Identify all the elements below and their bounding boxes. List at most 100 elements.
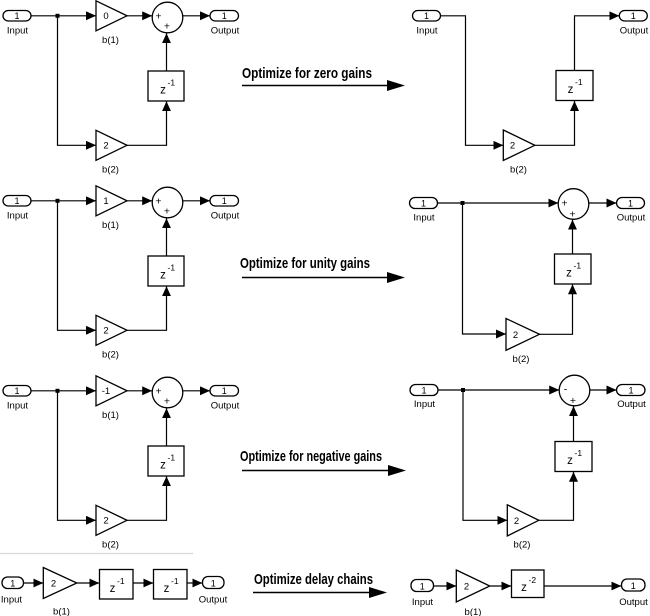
output-port-label: Output <box>617 213 646 224</box>
delay-block <box>553 253 592 285</box>
delay-z: z <box>567 455 573 467</box>
delay-block-1 <box>98 568 134 600</box>
diagram-delay-chain-before: 1 Input 2 b(1) z -1 z -1 1 Output <box>1 566 228 616</box>
input-port-label: Input <box>7 401 28 412</box>
input-port-label: Input <box>7 26 28 37</box>
delay-z: z <box>160 85 166 97</box>
gain-b2-label: b(2) <box>102 540 119 551</box>
output-port <box>209 9 240 22</box>
wire <box>127 286 171 331</box>
wire <box>462 390 508 525</box>
diagram-unity-gains-before: 1 Input 1 b(1) + + 1 Output z -1 2 b(2) <box>2 184 240 361</box>
input-port-label: Input <box>414 399 435 410</box>
input-port-label: Input <box>412 597 433 608</box>
caption-text: Optimize for zero gains <box>242 65 372 82</box>
wire <box>127 476 171 521</box>
input-port-label: Input <box>416 26 437 37</box>
diagram-negative-gains-after: 1 Input - + 1 Output z -1 2 b(2) <box>409 374 646 551</box>
input-port-label: Input <box>413 213 434 224</box>
output-port <box>201 575 225 590</box>
delay-exponent: -1 <box>574 261 582 271</box>
output-port-label: Output <box>211 401 240 412</box>
wire <box>538 471 578 521</box>
diagram-zero-gains-after: 1 Input 2 b(2) z -1 1 Output <box>411 9 649 176</box>
delay-z: z <box>164 583 170 595</box>
gain-b2-value: 2 <box>103 326 108 337</box>
delay-block-2 <box>152 568 188 600</box>
gain-b1-block <box>95 0 129 32</box>
delay-z: z <box>568 84 574 96</box>
gain-b2-block <box>505 317 542 352</box>
gain-b2-block <box>95 504 129 537</box>
sum-sign-bottom: + <box>164 206 170 218</box>
sum-sign-left: + <box>155 196 161 208</box>
wire <box>539 284 577 335</box>
gain-b1-label: b(1) <box>102 410 119 421</box>
delay-block <box>510 569 545 599</box>
output-port <box>615 383 646 397</box>
gain-b1-label: b(1) <box>102 35 119 46</box>
output-port-value: 1 <box>631 11 636 21</box>
sum-sign-bottom: + <box>164 21 170 33</box>
delay-block <box>555 69 594 102</box>
output-port-value: 1 <box>631 581 636 591</box>
output-port-label: Output <box>211 26 240 37</box>
gain-b2-value: 2 <box>513 330 518 341</box>
sum-block <box>557 188 590 220</box>
delay-block <box>554 440 593 473</box>
sum-block <box>151 1 184 34</box>
gain-b2-label: b(2) <box>514 540 531 551</box>
diagram-zero-gains-before: 1 Input 0 b(1) + + 1 Output z -1 2 b(2) <box>2 0 240 176</box>
gain-b1-block <box>95 374 129 407</box>
diagram-negative-gains-before: 1 Input -1 b(1) + + 1 Output z -1 2 b(2) <box>2 374 240 551</box>
diagram-delay-chain-after: 1 Input 2 b(1) z -2 1 Output <box>410 568 648 616</box>
gain-b1-value: 1 <box>103 196 108 207</box>
gain-b2-label: b(2) <box>102 165 119 176</box>
input-port-value: 1 <box>14 11 19 21</box>
delay-exponent: -1 <box>168 78 176 88</box>
sum-sign-left: + <box>561 198 567 210</box>
output-port-value: 1 <box>211 578 216 588</box>
wire <box>56 15 96 150</box>
output-port <box>618 9 648 22</box>
caption-text: Optimize for unity gains <box>240 255 370 272</box>
output-port-value: 1 <box>628 198 633 208</box>
delay-z: z <box>160 270 166 282</box>
output-port-label: Output <box>620 26 649 37</box>
gain-b1-value: -1 <box>102 386 110 397</box>
gain-b1-value: 2 <box>51 578 56 589</box>
sum-sign-left: - <box>564 384 568 396</box>
delay-block <box>147 445 185 477</box>
input-port-value: 1 <box>14 196 19 206</box>
gain-b1-value: 0 <box>103 11 108 22</box>
gain-b1-label: b(1) <box>465 607 482 616</box>
input-port-value: 1 <box>421 385 426 395</box>
gain-b1-block <box>95 184 129 217</box>
wire <box>56 200 96 335</box>
input-port-value: 1 <box>424 11 429 21</box>
sum-block <box>151 376 184 409</box>
caption-text: Optimize for negative gains <box>240 448 382 465</box>
caption-delay-chains: Optimize delay chains <box>253 571 387 598</box>
caption-arrowhead <box>387 272 405 283</box>
caption-arrowhead <box>388 465 406 476</box>
gain-b2-value: 2 <box>103 516 108 527</box>
gain-b2-block <box>95 314 129 347</box>
gain-b2-block <box>506 503 541 538</box>
delay-z: z <box>521 582 527 594</box>
delay-block <box>147 255 185 287</box>
output-port-label: Output <box>211 211 240 222</box>
delay-exponent: -1 <box>168 263 176 273</box>
caption-negative-gains: Optimize for negative gains <box>240 448 406 476</box>
gain-b2-label: b(2) <box>513 354 530 365</box>
output-port-value: 1 <box>222 196 227 206</box>
branch-dot <box>55 13 60 18</box>
wire <box>573 11 620 71</box>
delay-exponent: -2 <box>529 575 537 585</box>
delay-exponent: -1 <box>168 453 176 463</box>
gain-b1-value: 2 <box>464 581 469 592</box>
wire <box>56 390 96 525</box>
gain-b1-label: b(1) <box>102 220 119 231</box>
output-port-label: Output <box>199 595 228 606</box>
output-port-label: Output <box>619 597 648 608</box>
